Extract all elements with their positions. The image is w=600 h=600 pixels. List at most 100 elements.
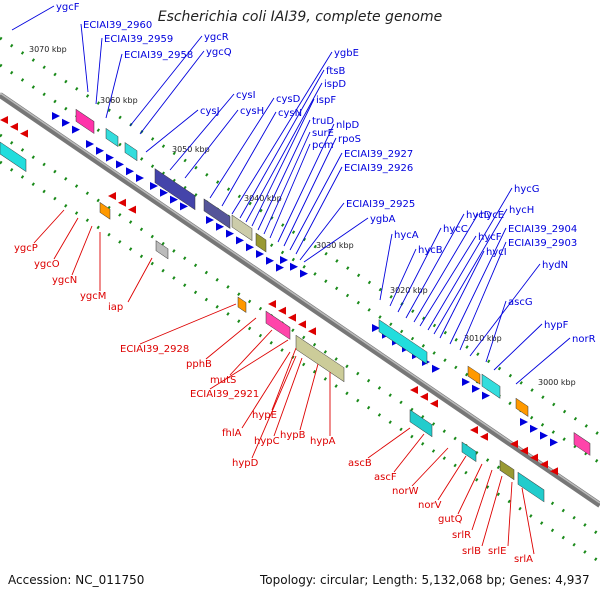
gene-label-eciai39-2959: ECIAI39_2959 — [104, 34, 173, 45]
gene-arrow — [106, 153, 114, 162]
gene-label-hypc: hypC — [254, 436, 280, 447]
bottom-gene-leaders — [33, 209, 535, 555]
gene-block — [237, 296, 247, 313]
gene-arrow — [126, 167, 134, 176]
leader-ygbe — [231, 51, 333, 215]
leader-srlr — [471, 469, 493, 531]
leader-hypc — [273, 357, 303, 437]
leader-ygcf — [11, 5, 55, 31]
gene-arrow — [206, 216, 214, 224]
gene-arrow — [96, 146, 104, 155]
gene-label-hypa: hypA — [310, 436, 336, 447]
gene-block — [515, 397, 529, 417]
gene-arrow — [108, 192, 116, 200]
gene-block — [75, 108, 95, 134]
gene-block — [99, 202, 111, 220]
gene-label-hych: hycH — [509, 205, 534, 216]
gene-label-ygcn: ygcN — [52, 275, 77, 286]
leader-ascg — [485, 300, 507, 363]
gene-label-cysd: cysD — [276, 94, 301, 105]
leader-cysj — [145, 109, 199, 153]
gene-label-cysj: cysJ — [200, 106, 220, 117]
gene-arrow — [530, 424, 538, 433]
gene-label-hype: hypE — [252, 410, 277, 421]
gene-label-cysn: cysN — [278, 108, 302, 119]
leader-ispd — [245, 82, 323, 223]
leader-eciai39-2958 — [105, 53, 123, 119]
gene-label-eciai39-2925: ECIAI39_2925 — [346, 199, 415, 210]
gene-arrow — [216, 222, 224, 231]
gene-arrow — [160, 188, 168, 197]
leader-pcm — [269, 143, 311, 239]
leader-cysi — [169, 93, 235, 171]
gene-label-ispd: ispD — [324, 79, 346, 90]
leader-hypf — [493, 323, 543, 371]
gene-arrow — [276, 263, 284, 272]
gene-label-hycc: hycC — [443, 224, 468, 235]
leader-hypd — [251, 355, 297, 459]
leader-cysn — [221, 111, 277, 207]
leader-eciai39-2904 — [449, 227, 507, 345]
gene-arrow — [256, 250, 264, 258]
leader-pphb — [205, 317, 257, 360]
gene-block — [295, 334, 345, 383]
gene-block — [409, 409, 433, 438]
gene-label-ispf: ispF — [316, 95, 336, 106]
leader-ispf — [251, 98, 315, 227]
gene-label-gutq: gutQ — [438, 514, 463, 525]
gene-arrow — [288, 313, 296, 322]
leader-rpos — [283, 137, 337, 247]
gene-arrow — [372, 324, 380, 332]
map-title: Escherichia coli IAI39, complete genome — [157, 9, 443, 25]
genome-backbone-highlight — [0, 92, 600, 504]
gene-arrow — [420, 392, 428, 401]
accession-label: Accession: NC_011750 — [8, 573, 145, 587]
gene-arrow — [10, 122, 18, 131]
gene-arrow — [482, 391, 490, 400]
tick-label-3030-kbp: 3030 kbp — [316, 241, 354, 250]
gene-label-eciai39-2903: ECIAI39_2903 — [508, 238, 577, 249]
gene-label-eciai39-2960: ECIAI39_2960 — [83, 20, 152, 31]
gene-label-trud: truD — [312, 116, 334, 127]
tick-label-3050-kbp: 3050 kbp — [172, 145, 210, 154]
leader-ygcr — [129, 35, 203, 127]
gene-label-ftsb: ftsB — [326, 66, 345, 77]
gene-block — [461, 441, 477, 462]
gene-label-fhla: fhlA — [222, 428, 242, 439]
gene-label-eciai39-2921: ECIAI39_2921 — [190, 389, 259, 400]
gene-label-nlpd: nlpD — [336, 120, 359, 131]
gene-arrow — [540, 431, 548, 440]
tick-label-3040-kbp: 3040 kbp — [244, 194, 282, 203]
leader-hycg — [427, 187, 513, 331]
leader-cysh — [184, 109, 239, 179]
leader-eciai39-2921 — [209, 339, 289, 390]
leader-ygba — [303, 217, 369, 263]
leader-fhla — [241, 351, 291, 429]
gene-arrow — [86, 140, 94, 148]
gene-arrow — [430, 399, 438, 408]
gene-arrow — [520, 418, 528, 426]
gene-arrow — [480, 432, 488, 441]
leader-hyci — [439, 250, 485, 339]
gene-label-hycd: hycD — [466, 210, 492, 221]
gene-label-eciai39-2928: ECIAI39_2928 — [120, 344, 189, 355]
gene-label-hydn: hydN — [542, 260, 568, 271]
gene-label-ygba: ygbA — [370, 214, 396, 225]
gene-label-muts: mutS — [210, 375, 236, 386]
gene-label-ascb: ascB — [348, 458, 372, 469]
leader-norv — [437, 455, 467, 501]
gene-label-cysh: cysH — [240, 106, 264, 117]
gene-label-eciai39-2927: ECIAI39_2927 — [344, 149, 413, 160]
leader-srle — [507, 481, 513, 547]
top-gene-labels: ygcFECIAI39_2960ECIAI39_2959ECIAI39_2958… — [56, 2, 596, 345]
gene-arrow — [300, 269, 308, 278]
gene-arrow — [150, 182, 158, 190]
gene-label-ygcr: ygcR — [204, 32, 229, 43]
gene-arrow — [290, 262, 298, 271]
leader-norr — [515, 337, 571, 385]
leader-hype — [271, 347, 297, 411]
gene-arrow — [410, 386, 418, 394]
gene-arrow — [128, 205, 136, 214]
gene-block — [517, 471, 545, 503]
